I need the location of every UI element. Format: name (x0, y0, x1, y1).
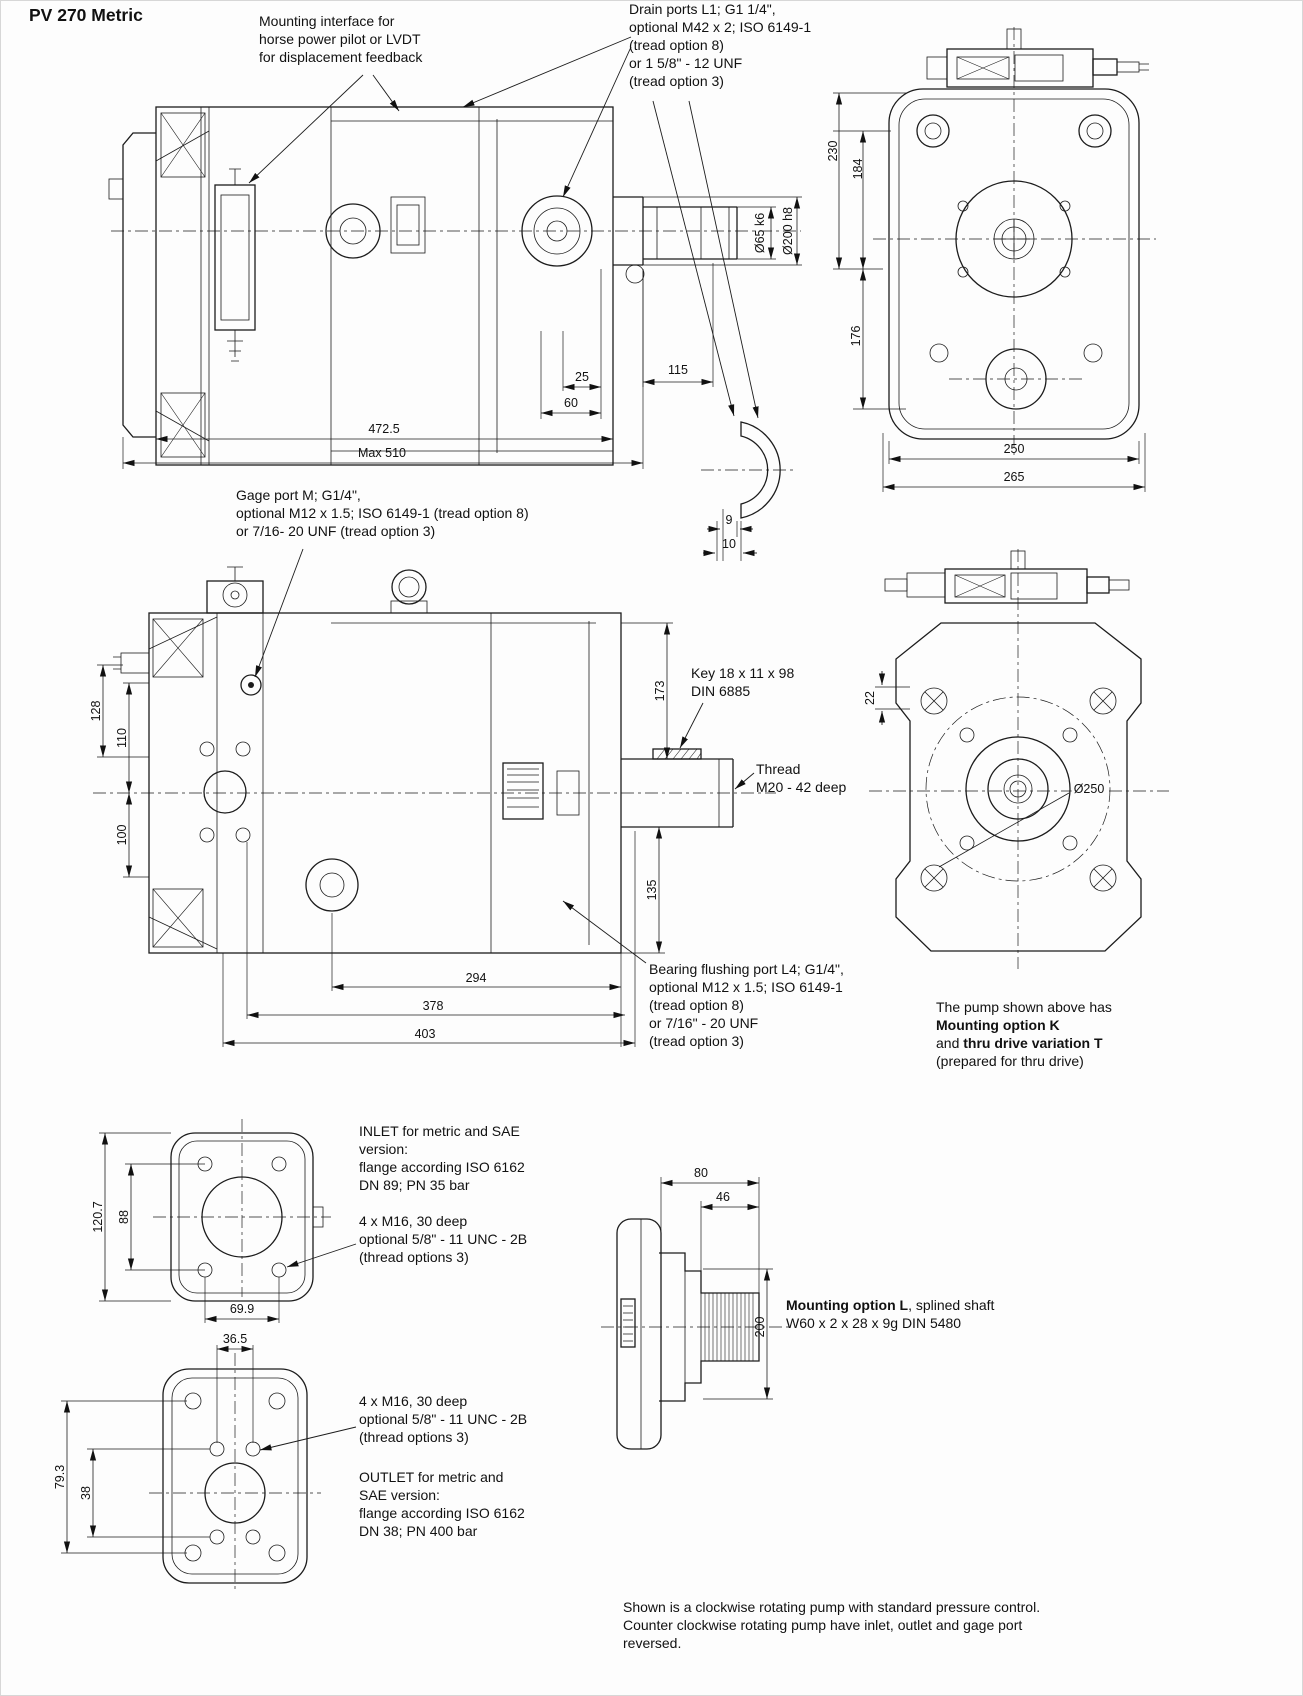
dim-38: 38 (79, 1486, 93, 1500)
dim-250: 250 (1003, 442, 1025, 456)
dim-10: 10 (722, 537, 736, 551)
dim-60: 60 (564, 396, 578, 410)
note-key: Key 18 x 11 x 98 DIN 6885 (691, 665, 795, 699)
pump-note-line3b: thru drive variation T (963, 1034, 1103, 1051)
note-bearing-flushing: Bearing flushing port L4; G1/4", optiona… (649, 961, 844, 1049)
dim-173: 173 (653, 680, 667, 702)
dim-200: 200 (753, 1316, 767, 1338)
dim-max-510: Max 510 (358, 446, 406, 460)
dim-flange-diameter: Ø200 h8 (781, 207, 795, 255)
view-shaft-section (701, 421, 793, 561)
note-bolts-outlet: 4 x M16, 30 deep optional 5/8" - 11 UNC … (359, 1393, 528, 1445)
note-mounting-option-l: Mounting option L, splined shaft W60 x 2… (786, 1297, 994, 1333)
dim-80: 80 (694, 1166, 708, 1180)
dim-294: 294 (465, 971, 487, 985)
view-outlet-flange (61, 1345, 321, 1593)
pump-note-line4: (prepared for thru drive) (936, 1052, 1084, 1069)
note-mounting-interface: Mounting interface for horse power pilot… (259, 13, 423, 65)
pump-note-line3a: and (936, 1034, 964, 1051)
note-mounting-option-k: The pump shown above has Mounting option… (936, 999, 1112, 1071)
dim-176: 176 (849, 325, 863, 347)
dims-230-184-176 (833, 92, 906, 410)
dim-128: 128 (89, 700, 103, 722)
view-rear-mid (869, 549, 1169, 969)
note-bolts-inlet: 4 x M16, 30 deep optional 5/8" - 11 UNC … (359, 1213, 528, 1265)
view-inlet-flange (99, 1119, 331, 1323)
dim-22: 22 (863, 691, 877, 705)
view-front-top (873, 27, 1156, 492)
dim-230: 230 (826, 140, 840, 162)
dim-403: 403 (414, 1027, 436, 1041)
dim-115: 115 (668, 363, 688, 377)
dim-120-7: 120.7 (91, 1201, 105, 1233)
dim-110: 110 (115, 728, 129, 748)
view-main-side (108, 106, 802, 469)
note-inlet: INLET for metric and SAE version: flange… (359, 1123, 525, 1193)
pump-note-line1: The pump shown above has (936, 999, 1112, 1015)
dim-dia-250: Ø250 (1071, 782, 1107, 796)
dim-shaft-diameter: Ø65 k6 (753, 212, 767, 254)
dim-88: 88 (117, 1210, 131, 1224)
dim-265: 265 (1003, 470, 1025, 484)
dim-100: 100 (115, 824, 129, 846)
pump-note-line2: Mounting option K (936, 1016, 1060, 1033)
dim-135: 135 (645, 879, 659, 901)
note-drain-ports: Drain ports L1; G1 1/4", optional M42 x … (629, 1, 812, 89)
dim-25: 25 (575, 370, 589, 384)
dim-69-9: 69.9 (229, 1302, 255, 1316)
view-side-mid (93, 566, 776, 1047)
mounting-l-line2: W60 x 2 x 28 x 9g DIN 5480 (786, 1314, 962, 1331)
note-gage-port: Gage port M; G1/4", optional M12 x 1.5; … (236, 487, 529, 539)
dim-184: 184 (851, 158, 865, 180)
note-thread: Thread M20 - 42 deep (756, 761, 847, 795)
page-title: PV 270 Metric (29, 5, 143, 25)
note-rotation-footer: Shown is a clockwise rotating pump with … (623, 1599, 1041, 1651)
mounting-l-bold: Mounting option L (786, 1297, 909, 1313)
mounting-l-normal: , splined shaft (908, 1297, 995, 1313)
dim-472-5: 472.5 (368, 422, 400, 436)
dim-378: 378 (422, 999, 444, 1013)
dim-36-5: 36.5 (222, 1332, 248, 1346)
dim-46: 46 (716, 1190, 730, 1204)
dim-9: 9 (725, 513, 733, 527)
dim-79-3: 79.3 (53, 1464, 67, 1490)
view-mounting-l (601, 1177, 791, 1450)
note-outlet: OUTLET for metric and SAE version: flang… (359, 1469, 525, 1539)
